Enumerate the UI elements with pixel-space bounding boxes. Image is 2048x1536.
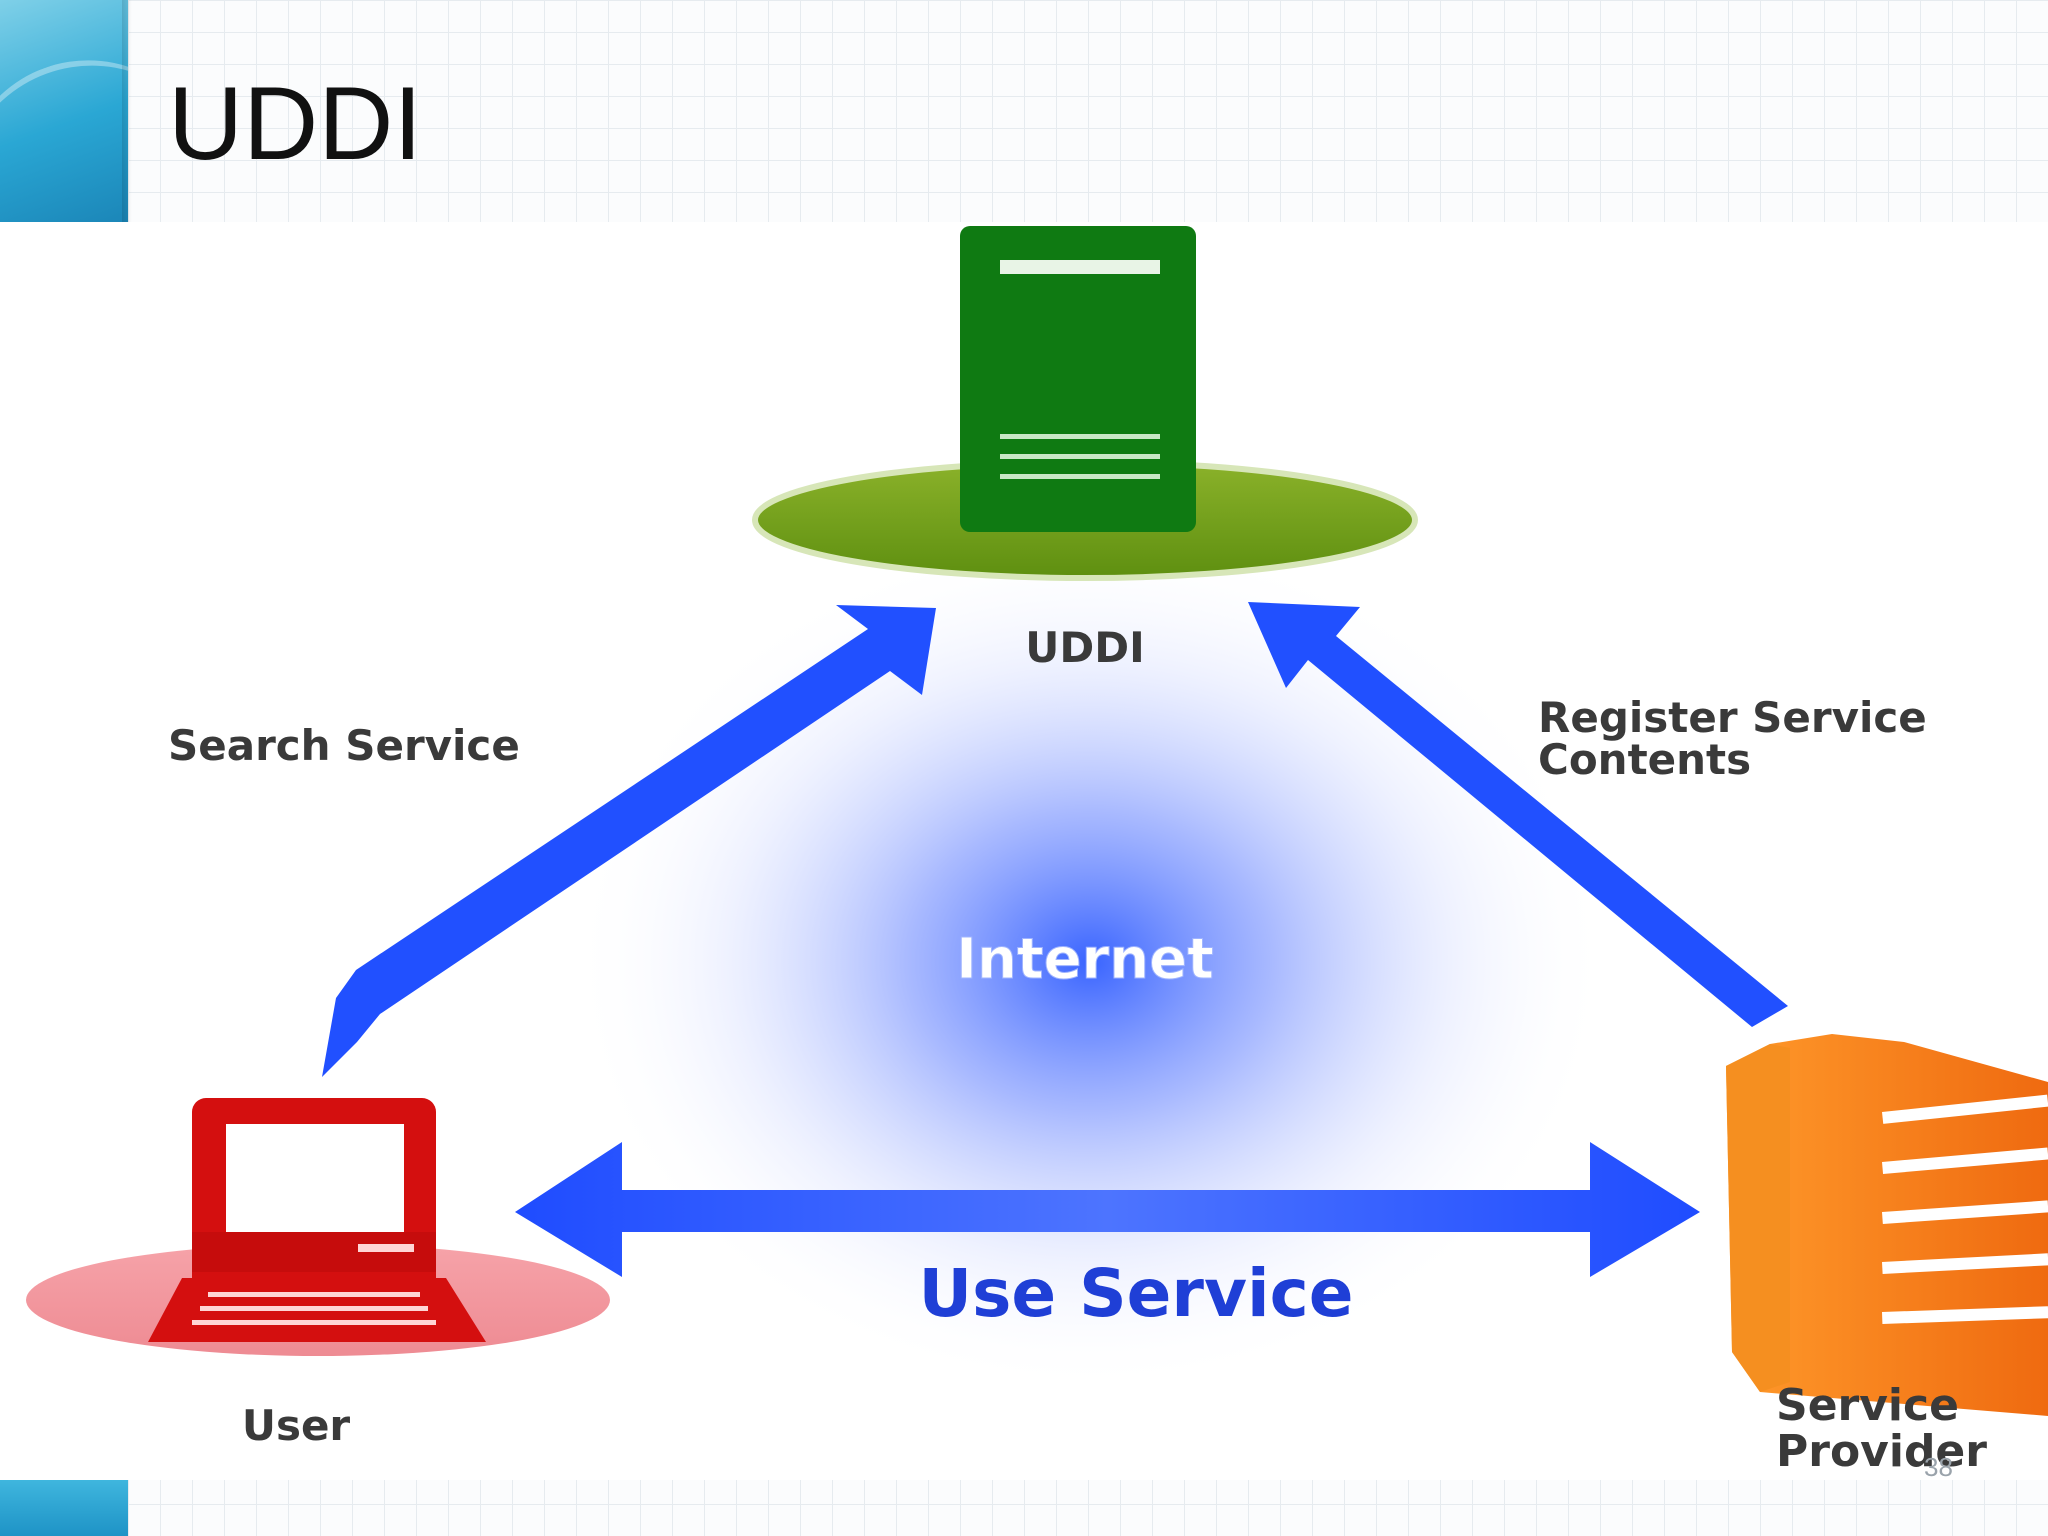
register-service-label-line2: Contents — [1538, 735, 1751, 784]
use-service-label: Use Service — [919, 1255, 1354, 1332]
server-icon — [752, 226, 1418, 581]
slide-accent-top — [0, 0, 128, 222]
register-service-label-line1: Register Service — [1538, 693, 1927, 742]
search-service-label: Search Service — [168, 721, 520, 770]
uddi-diagram: UDDI Search Service Register Service Con… — [0, 222, 2048, 1480]
building-icon — [1726, 1034, 2048, 1416]
search-service-arrow — [322, 605, 936, 1077]
service-provider-label-line2: Provider — [1776, 1426, 1987, 1477]
internet-label: Internet — [956, 927, 1214, 992]
internet-glow — [570, 532, 1610, 1392]
register-service-arrow — [1248, 602, 1788, 1027]
user-label: User — [242, 1401, 351, 1450]
slide-number: 38 — [1924, 1452, 1953, 1482]
slide-accent-bottom — [0, 1480, 128, 1536]
slide-title: UDDI — [168, 66, 423, 182]
laptop-icon — [26, 1098, 610, 1356]
service-provider-label-line1: Service — [1776, 1380, 1959, 1431]
uddi-label: UDDI — [1025, 623, 1144, 672]
slide-accent-shadow — [122, 0, 132, 222]
uddi-diagram-svg: UDDI Search Service Register Service Con… — [26, 226, 2048, 1477]
use-service-arrow — [515, 1142, 1700, 1277]
